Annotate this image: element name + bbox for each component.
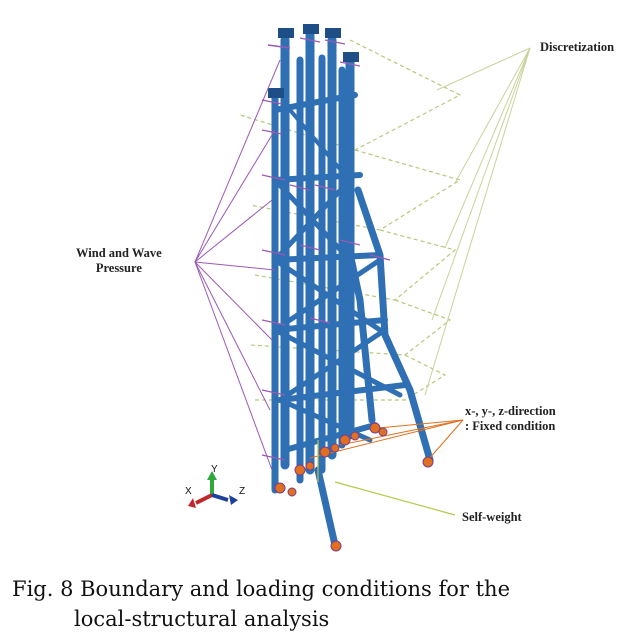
fixed-supports xyxy=(274,422,434,552)
wind-wave-label-line1: Wind and Wave xyxy=(76,246,162,260)
axis-x-label: X xyxy=(185,486,192,497)
wind-wave-pressure-label: Wind and Wave Pressure xyxy=(76,246,162,276)
figure-caption: Fig. 8 Boundary and loading conditions f… xyxy=(12,574,632,634)
axis-triad xyxy=(188,471,238,508)
structure-diagram xyxy=(188,24,531,552)
frame-members xyxy=(271,30,434,549)
axis-y-label: Y xyxy=(211,464,218,475)
discretization-leaders xyxy=(424,47,531,396)
pressure-leaders xyxy=(194,59,281,471)
self-weight-label: Self-weight xyxy=(462,510,522,524)
fixed-condition-label: x-, y-, z-direction : Fixed condition xyxy=(465,404,556,434)
discretization-label: Discretization xyxy=(540,40,615,54)
caption-line2: local-structural analysis xyxy=(74,607,330,631)
top-caps xyxy=(268,24,359,98)
pressure-arrows xyxy=(261,37,391,461)
wind-wave-label-line2: Pressure xyxy=(95,261,142,275)
fixed-label-line1: x-, y-, z-direction xyxy=(465,404,556,418)
axis-z-label: Z xyxy=(239,486,246,497)
fixed-label-line2: : Fixed condition xyxy=(465,419,556,433)
caption-line1: Fig. 8 Boundary and loading conditions f… xyxy=(12,577,511,601)
self-weight-arrow xyxy=(317,440,456,516)
